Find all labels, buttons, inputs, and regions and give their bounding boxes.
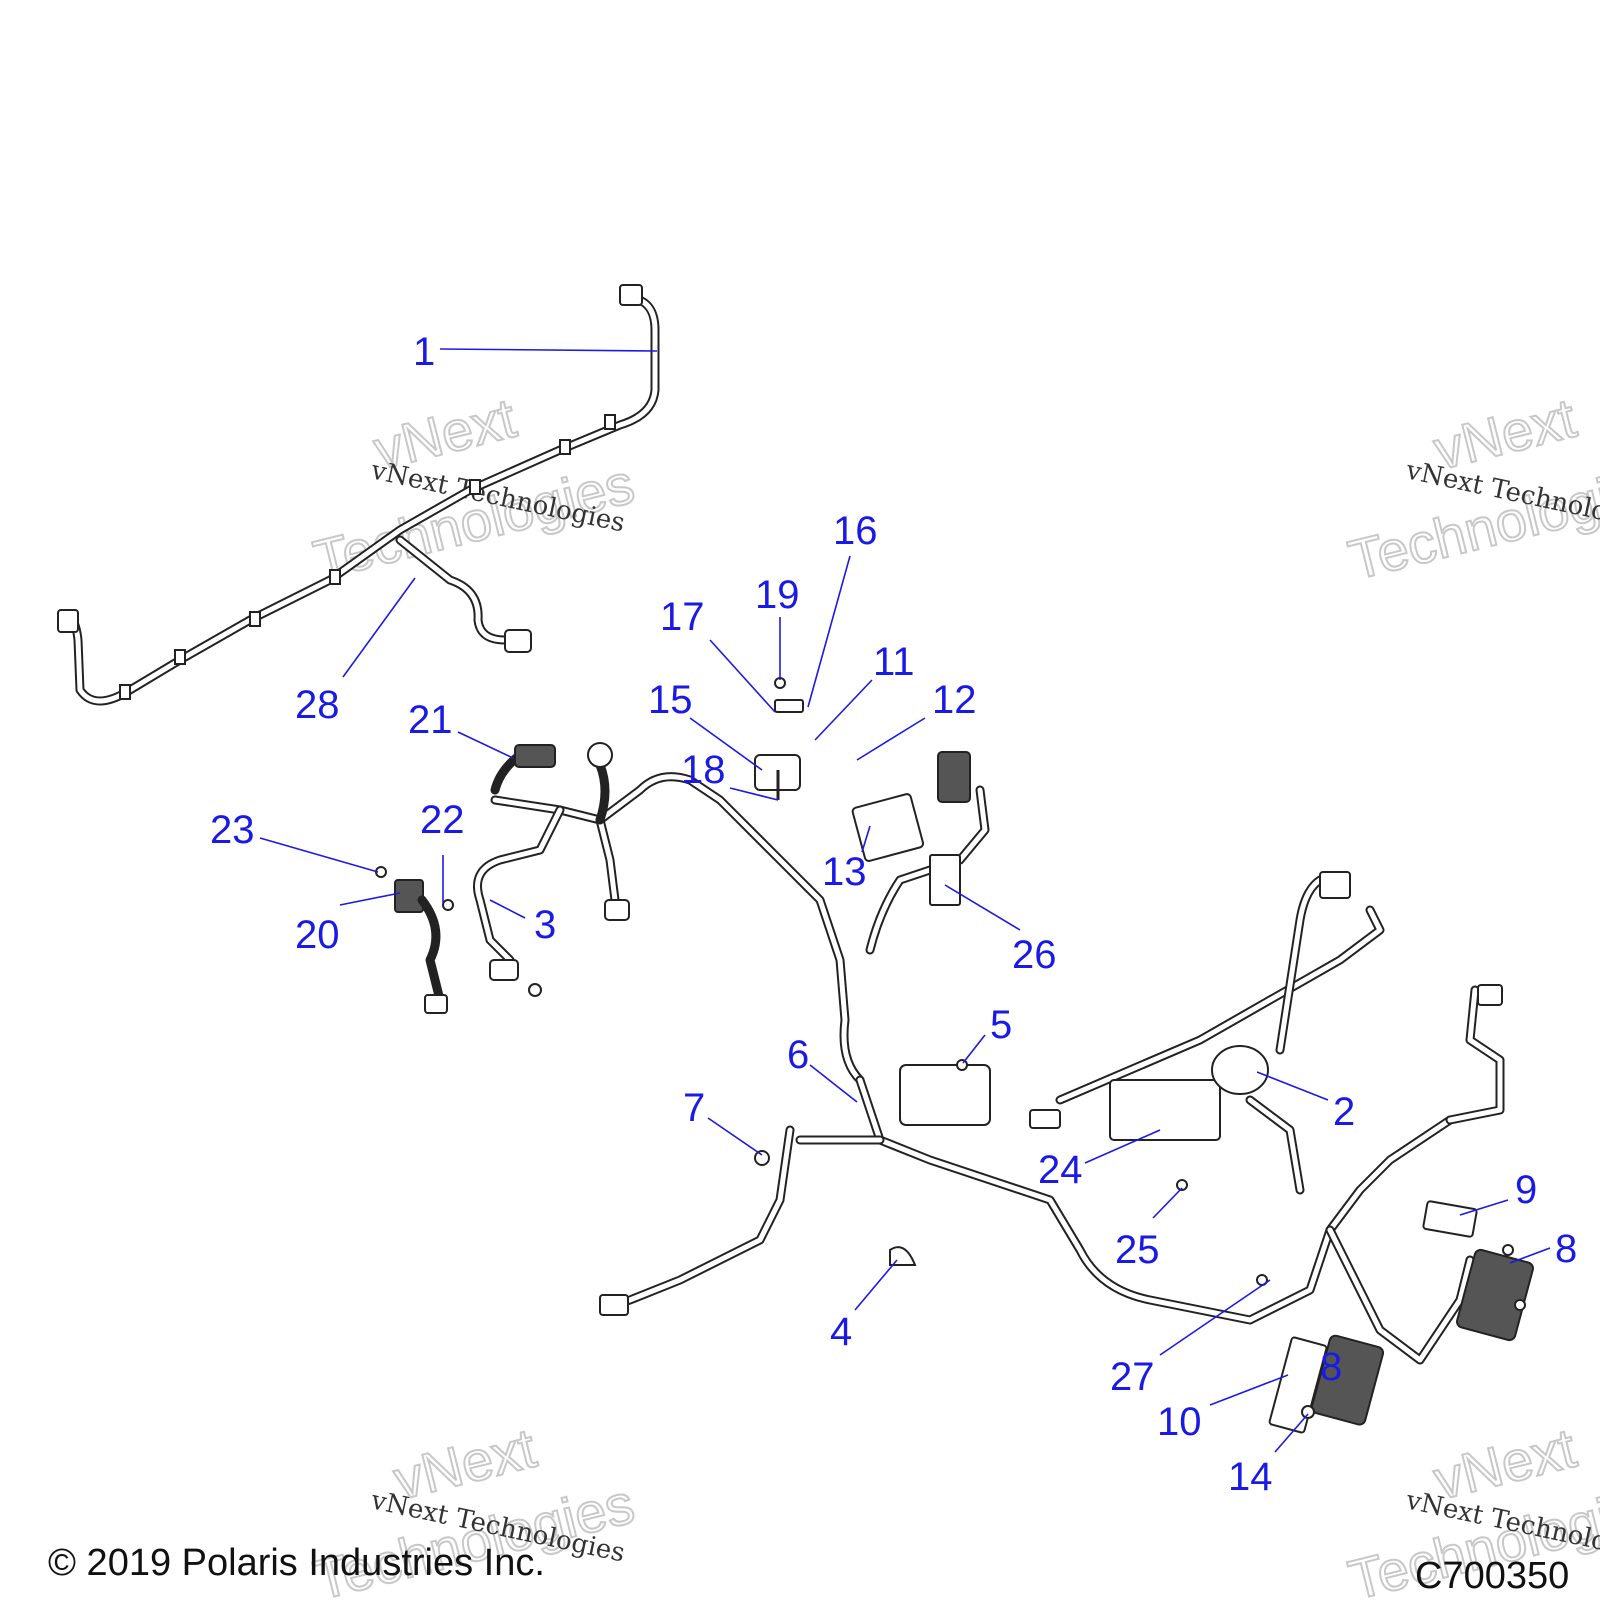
callout-7: 7	[683, 1086, 705, 1130]
callout-26: 26	[1012, 933, 1057, 977]
copyright-notice: © 2019 Polaris Industries Inc.	[48, 1542, 545, 1584]
callout-8-second: 8	[1320, 1345, 1342, 1389]
callout-6: 6	[787, 1033, 809, 1077]
callout-8: 8	[1555, 1227, 1577, 1271]
callout-25: 25	[1115, 1228, 1160, 1272]
callout-20: 20	[295, 913, 340, 957]
callout-13: 13	[822, 850, 867, 894]
callout-4: 4	[830, 1310, 852, 1354]
callout-3: 3	[534, 903, 556, 947]
callout-15: 15	[648, 678, 693, 722]
callout-16: 16	[833, 509, 878, 553]
callout-5: 5	[990, 1003, 1012, 1047]
callout-1: 1	[413, 330, 435, 374]
callout-2: 2	[1333, 1090, 1355, 1134]
callout-11: 11	[873, 640, 915, 684]
callout-22: 22	[420, 798, 465, 842]
drawing-code: C700350	[1415, 1555, 1569, 1597]
callout-18: 18	[681, 748, 726, 792]
callout-10: 10	[1157, 1400, 1202, 1444]
callout-21: 21	[408, 698, 453, 742]
callout-14: 14	[1228, 1455, 1273, 1499]
callout-leaders	[259, 348, 1551, 1453]
callout-9: 9	[1515, 1168, 1537, 1212]
callout-24: 24	[1038, 1148, 1083, 1192]
left-harness-drawing	[473, 742, 865, 1085]
callout-labels: 1 2 3 4 5 6 7 8 8 9 10 11 12 13 14 15 16…	[210, 330, 1577, 1499]
callout-27: 27	[1110, 1355, 1155, 1399]
callout-19: 19	[755, 573, 800, 617]
watermark-top-right: vNext Technologies vNext Technologies	[1342, 385, 1600, 593]
callout-28: 28	[295, 683, 340, 727]
callout-17: 17	[660, 595, 705, 639]
main-harness-drawing	[375, 677, 1534, 1434]
callout-12: 12	[932, 678, 977, 722]
rear-harness-drawing	[57, 284, 660, 706]
callout-23: 23	[210, 808, 255, 852]
